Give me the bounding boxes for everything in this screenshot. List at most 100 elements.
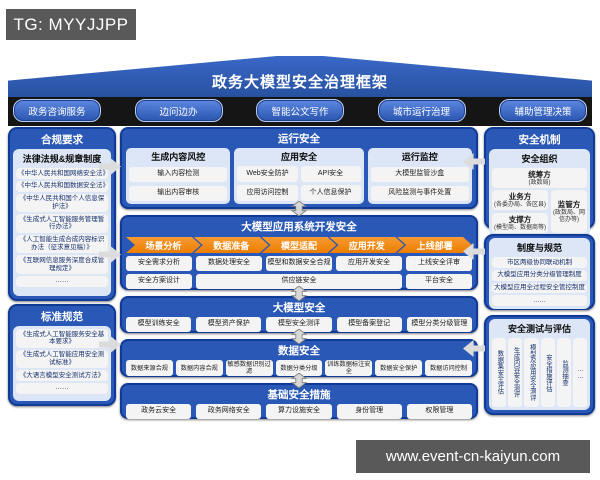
control-item: 模型备案登记 [336, 317, 402, 332]
standard-item: 《大语言模型安全测试方法》 [16, 370, 108, 381]
control-item: 敏感数据识别过滤 [225, 360, 273, 377]
org-detail: (模型商、数据商等) [493, 224, 546, 231]
control-item: 数据处理安全 [196, 256, 262, 271]
phase-chevron: 模型适配 [262, 237, 337, 253]
ellipsis-item: …… [16, 275, 108, 287]
law-item: 《中华人民共和国个人信息保护法》 [16, 193, 108, 213]
website-watermark-bar: www.event-cn-kaiyun.com [356, 440, 590, 473]
scenario-tab-band: 政务咨询服务 边问边办 智能公文写作 城市运行治理 辅助管理决策 [8, 95, 592, 126]
law-item: 《中华人民共和国网络安全法》 [16, 168, 109, 179]
phase-chevron: 场景分析 [126, 237, 201, 253]
control-item: 数据访问控制 [425, 360, 472, 377]
law-item: 《中华人民共和国数据安全法》 [16, 180, 109, 192]
standard-item: 《生成式人工智能服务安全基本要求》 [16, 329, 108, 348]
content-risk-panel: 生成内容风控 输入内容检测 输出内容审核 [126, 148, 231, 204]
control-item: 供应链安全 [196, 274, 402, 289]
control-item: 模型安全测评 [266, 317, 332, 332]
org-business: 业务方 (各委办局、各区县) [492, 189, 548, 210]
application-security-panel: 应用安全 Web安全防护 API安全 应用访问控制 个人信息保护 [234, 148, 364, 204]
standards-panel: 《生成式人工智能服务安全基本要求》 《生成式人工智能应用安全测试标准》 《大语言… [13, 326, 111, 401]
runtime-security-section: 运行安全 生成内容风控 输入内容检测 输出内容审核 应用安全 Web安全防护 A… [120, 127, 478, 209]
section-title: 标准规范 [41, 311, 83, 323]
scenario-tab: 城市运行治理 [377, 99, 466, 122]
control-item: 安全方案设计 [126, 274, 192, 289]
test-item: 监测抽查 [556, 338, 571, 407]
policies-box: 制度与规范 市区两级协同联动机制 大模型应用分类分级管理制度 大模型应用全过程安… [484, 234, 595, 310]
testing-panel: 安全测试与评估 数据集安全评估 生成内容安全测评 模型及应用安全测评 安全措施评… [489, 319, 590, 410]
org-coordinator: 统筹方 (政数局) [492, 168, 587, 188]
ellipsis-item: …… [572, 338, 588, 407]
policy-item: 市区两级协同联动机制 [492, 257, 587, 268]
tg-watermark-badge: TG: MYYJJPP [6, 9, 136, 40]
control-item: 数据内容合规 [175, 360, 223, 377]
standard-item: 《生成式人工智能应用安全测试标准》 [16, 349, 108, 369]
test-item: 安全措施评估 [540, 338, 555, 407]
scenario-tab: 辅助管理决策 [499, 99, 587, 122]
control-item: 数据分类分级 [275, 360, 323, 377]
org-name: 业务方 [508, 191, 532, 201]
control-item: 模型分类分级管理 [406, 317, 472, 332]
control-item: 平台安全 [406, 274, 472, 289]
control-item: 风险监测与事件处置 [370, 185, 470, 201]
control-item: 权限管理 [406, 404, 472, 419]
development-security-section: 大模型应用系统开发安全 场景分析 数据准备 模型适配 应用开发 上线部署 安全需… [120, 215, 478, 290]
control-item: 输出内容审核 [129, 185, 228, 201]
ellipsis-item: …… [16, 382, 108, 394]
security-mechanism-box: 安全机制 安全组织 统筹方 (政数局) 业务方 (各委办局、各区县) 支撑方 (… [484, 127, 595, 236]
compliance-requirements-box: 合规要求 法律法规&规章制度 《中华人民共和国网络安全法》 《中华人民共和国数据… [8, 127, 116, 301]
panel-title: 运行监控 [401, 152, 438, 162]
scenario-tab: 政务咨询服务 [13, 99, 101, 122]
security-organization-panel: 安全组织 统筹方 (政数局) 业务方 (各委办局、各区县) 支撑方 (模型商、数… [489, 149, 590, 236]
policy-item: 大模型应用全过程安全管控制度 [492, 282, 587, 294]
control-item: 政务云安全 [126, 404, 192, 419]
control-item: 模型和数据安全合规 [266, 256, 332, 271]
panel-title: 安全组织 [521, 154, 558, 164]
control-item: 应用访问控制 [237, 185, 298, 201]
section-title: 运行安全 [278, 133, 320, 145]
org-detail: (政数局) [528, 180, 551, 186]
scenario-tab: 智能公文写作 [256, 99, 344, 122]
connector-double-arrow-icon [290, 329, 308, 344]
policy-item: 大模型应用分类分级管理制度 [492, 269, 587, 281]
test-item: 数据集安全评估 [492, 338, 507, 407]
law-item: 《互联网信息服务深度合成管理规定》 [16, 255, 108, 274]
control-item: 输入内容检测 [129, 166, 228, 182]
panel-title: 安全测试与评估 [507, 324, 571, 334]
laws-panel: 法律法规&规章制度 《中华人民共和国网络安全法》 《中华人民共和国数据安全法》 … [13, 149, 111, 296]
org-name: 监管方 [557, 199, 581, 209]
section-title: 数据安全 [278, 345, 320, 357]
section-title: 基础安全措施 [267, 389, 331, 401]
control-item: 数据来源合规 [126, 360, 173, 377]
panel-title: 法律法规&规章制度 [22, 154, 102, 164]
org-detail: (政数局、网信办等) [552, 209, 585, 223]
panel-title: 应用安全 [281, 152, 318, 162]
connector-double-arrow-icon [290, 373, 308, 388]
panel-title: 制度与规范 [516, 243, 562, 253]
control-item: 应用开发安全 [336, 256, 402, 271]
runtime-monitor-panel: 运行监控 大模型监管沙盒 风险监测与事件处置 [367, 148, 473, 204]
standards-box: 标准规范 《生成式人工智能服务安全基本要求》 《生成式人工智能应用安全测试标准》… [8, 304, 116, 406]
section-title: 安全机制 [518, 134, 561, 146]
control-item: 训练数据标注安全 [325, 360, 373, 377]
control-item: 政务网络安全 [196, 404, 262, 419]
security-testing-box: 安全测试与评估 数据集安全评估 生成内容安全测评 模型及应用安全测评 安全措施评… [484, 315, 595, 415]
section-title: 合规要求 [41, 134, 83, 146]
section-title: 大模型安全 [272, 302, 326, 314]
infrastructure-section: 基础安全措施 政务云安全 政务网络安全 算力设施安全 身份管理 权限管理 [120, 383, 478, 419]
control-item: 个人信息保护 [300, 185, 361, 201]
law-item: 《生成式人工智能服务管理暂行办法》 [16, 214, 108, 233]
org-detail: (各委办局、各区县) [493, 201, 546, 208]
test-item: 模型及应用安全测评 [524, 338, 539, 407]
policies-panel: 制度与规范 市区两级协同联动机制 大模型应用分类分级管理制度 大模型应用全过程安… [489, 238, 590, 310]
lifecycle-phases: 场景分析 数据准备 模型适配 应用开发 上线部署 [126, 237, 472, 253]
phase-chevron: 数据准备 [194, 237, 269, 253]
page-title: 政务大模型安全治理框架 [211, 74, 388, 91]
phase-chevron: 应用开发 [329, 237, 404, 253]
org-name: 统筹方 [528, 170, 551, 179]
phase-chevron: 上线部署 [397, 237, 472, 253]
control-item: 数据安全保护 [375, 360, 423, 377]
control-item: 算力设施安全 [266, 404, 332, 419]
control-item: 大模型监管沙盒 [370, 166, 470, 182]
test-item: 生成内容安全测评 [508, 338, 523, 407]
panel-title: 生成内容风控 [151, 152, 206, 162]
